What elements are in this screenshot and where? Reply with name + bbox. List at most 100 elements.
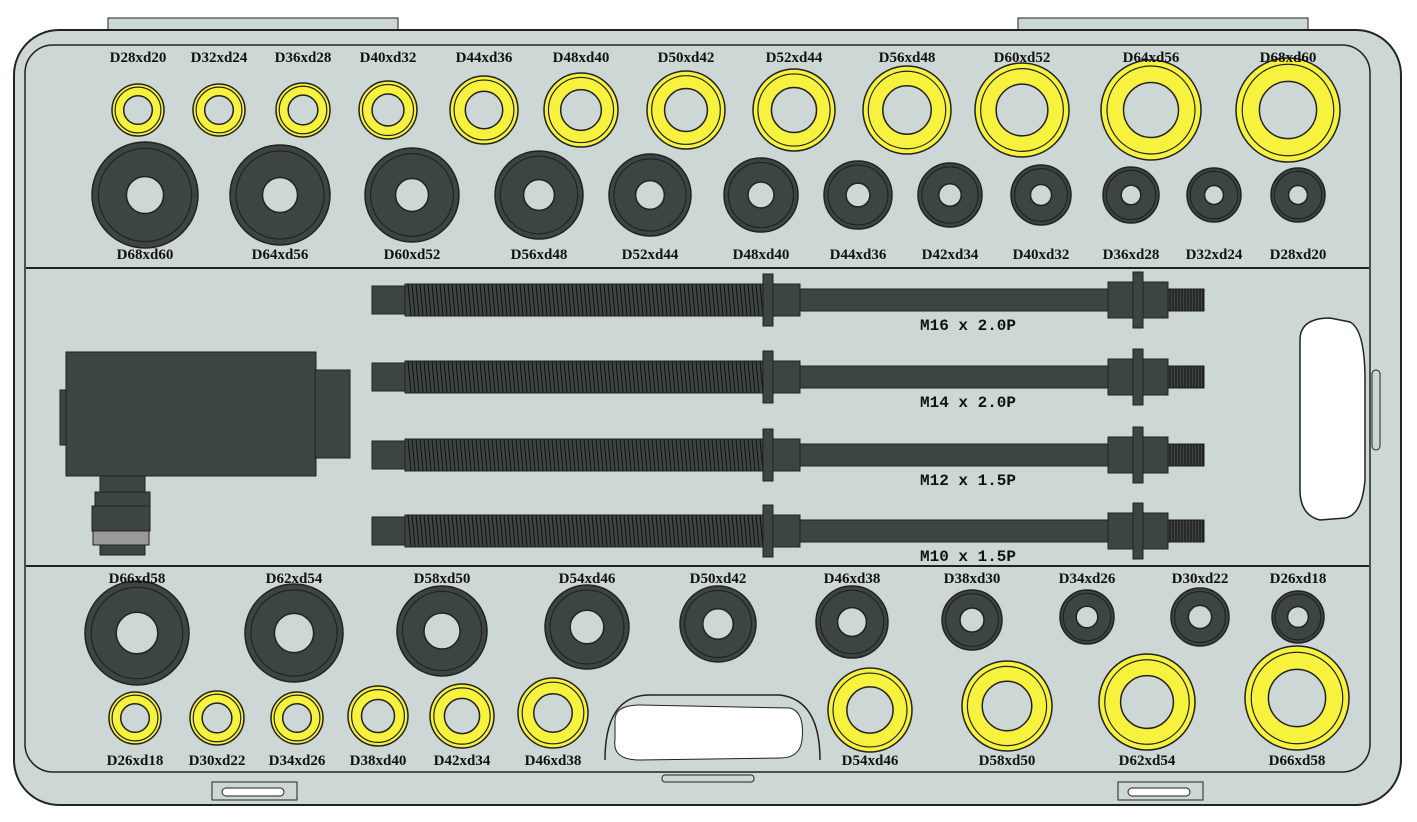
top-dark-adapter: D56xd48 xyxy=(494,150,584,263)
top-yellow-adapter: D40xd32 xyxy=(358,50,418,140)
top-yellow-adapter: D68xd60 xyxy=(1235,50,1341,163)
case xyxy=(13,17,1402,806)
adapter-hole xyxy=(1029,183,1053,207)
bottom-dark-adapter: D46xd38 xyxy=(815,571,889,659)
adapter-hole xyxy=(464,90,504,130)
top-dark-adapter: D60xd52 xyxy=(364,147,460,263)
top-dark-adapter: D40xd32 xyxy=(1010,164,1072,263)
rod-label: M10 x 1.5P xyxy=(920,548,1016,566)
adapter-hole xyxy=(845,182,871,208)
adapter-hole xyxy=(1187,604,1213,630)
adapter-hole xyxy=(1075,605,1099,629)
adapter-label: D38xd40 xyxy=(350,753,407,769)
threaded-rod xyxy=(371,348,1205,406)
top-yellow-adapter: D64xd56 xyxy=(1100,50,1202,161)
adapter-hole xyxy=(1122,81,1180,139)
adapter-hole xyxy=(995,83,1049,137)
adapter-label: D48xd40 xyxy=(733,247,790,263)
adapter-label: D62xd54 xyxy=(1119,753,1176,769)
adapter-label: D66xd58 xyxy=(109,571,166,587)
bottom-yellow-adapter: D58xd50 xyxy=(961,660,1053,769)
threaded-rod xyxy=(371,502,1205,560)
adapter-hole xyxy=(1287,184,1309,206)
adapter-label: D44xd36 xyxy=(830,247,887,263)
adapter-hole xyxy=(1203,184,1225,206)
rod-label: M14 x 2.0P xyxy=(920,394,1016,412)
adapter-hole xyxy=(261,176,299,214)
adapter-hole xyxy=(559,88,603,132)
adapter-hole xyxy=(882,85,932,135)
adapter-hole xyxy=(115,611,159,655)
adapter-hole xyxy=(273,612,315,654)
bottom-dark-adapter: D58xd50 xyxy=(396,571,488,677)
adapter-label: D34xd26 xyxy=(269,753,326,769)
bottom-yellow-adapter: D34xd26 xyxy=(269,691,326,769)
bottom-yellow-adapter: D54xd46 xyxy=(827,667,913,769)
adapter-hole xyxy=(287,94,319,126)
adapter-label: D52xd44 xyxy=(622,247,679,263)
adapter-label: D28xd20 xyxy=(1270,247,1327,263)
adapter-hole xyxy=(634,179,666,211)
bottom-dark-adapter: D34xd26 xyxy=(1059,571,1116,645)
adapter-hole xyxy=(770,86,818,134)
adapter-label: D58xd50 xyxy=(414,571,471,587)
carry-handle xyxy=(614,704,803,761)
adapter-hole xyxy=(702,608,734,640)
bottom-yellow-adapter: D26xd18 xyxy=(107,691,163,769)
adapter-hole xyxy=(125,175,165,215)
adapter-label: D42xd34 xyxy=(434,753,491,769)
adapter-label: D50xd42 xyxy=(690,571,747,587)
bottom-yellow-adapter: D66xd58 xyxy=(1244,645,1350,769)
adapter-label: D32xd24 xyxy=(191,50,248,66)
adapter-label: D40xd32 xyxy=(1013,247,1070,263)
adapter-label: D46xd38 xyxy=(525,753,582,769)
top-yellow-adapter: D32xd24 xyxy=(191,50,248,137)
adapter-label: D56xd48 xyxy=(511,247,568,263)
top-yellow-adapter: D60xd52 xyxy=(974,50,1070,158)
adapter-label: D60xd52 xyxy=(994,50,1051,66)
adapter-label: D28xd20 xyxy=(110,50,167,66)
top-yellow-adapter: D44xd36 xyxy=(449,50,519,145)
top-dark-adapter: D28xd20 xyxy=(1270,167,1327,263)
adapter-hole xyxy=(747,181,775,209)
adapter-hole xyxy=(122,94,154,126)
bottom-dark-adapter: D62xd54 xyxy=(244,571,344,683)
adapter-hole xyxy=(836,606,868,638)
adapter-hole xyxy=(360,698,396,734)
adapter-hole xyxy=(201,702,233,734)
adapter-label: D68xd60 xyxy=(1260,50,1317,66)
adapter-hole xyxy=(1258,80,1318,140)
bottom-yellow-adapter: D38xd40 xyxy=(347,685,409,769)
adapter-label: D32xd24 xyxy=(1186,247,1243,263)
adapter-hole xyxy=(1286,605,1310,629)
adapter-label: D64xd56 xyxy=(252,247,309,263)
adapter-hole xyxy=(394,177,430,213)
bottom-dark-adapter: D50xd42 xyxy=(679,571,757,663)
adapter-label: D26xd18 xyxy=(1270,571,1327,587)
adapter-hole xyxy=(569,609,605,645)
adapter-hole xyxy=(443,697,481,735)
rod-label: M12 x 1.5P xyxy=(920,472,1016,490)
adapter-hole xyxy=(533,693,573,733)
top-dark-adapter: D36xd28 xyxy=(1102,166,1160,263)
adapter-label: D38xd30 xyxy=(944,571,1001,587)
top-dark-adapter: D52xd44 xyxy=(608,153,692,263)
adapter-hole xyxy=(663,87,709,133)
adapter-label: D30xd22 xyxy=(189,753,246,769)
threaded-rod xyxy=(371,426,1205,484)
top-yellow-adapter: D50xd42 xyxy=(646,50,726,150)
bottom-dark-adapter: D38xd30 xyxy=(941,571,1003,651)
adapter-label: D50xd42 xyxy=(658,50,715,66)
adapter-hole xyxy=(119,702,151,734)
top-dark-adapter: D64xd56 xyxy=(229,144,331,263)
adapter-hole xyxy=(846,686,894,734)
top-yellow-adapter: D56xd48 xyxy=(862,50,952,155)
bottom-yellow-adapter: D30xd22 xyxy=(189,690,246,769)
hydraulic-cylinder xyxy=(59,351,351,556)
top-yellow-adapter: D52xd44 xyxy=(752,50,836,152)
adapter-label: D36xd28 xyxy=(275,50,332,66)
bottom-yellow-adapter: D46xd38 xyxy=(517,677,589,769)
adapter-label: D62xd54 xyxy=(266,571,323,587)
side-handle xyxy=(1299,317,1366,521)
adapter-label: D36xd28 xyxy=(1103,247,1160,263)
